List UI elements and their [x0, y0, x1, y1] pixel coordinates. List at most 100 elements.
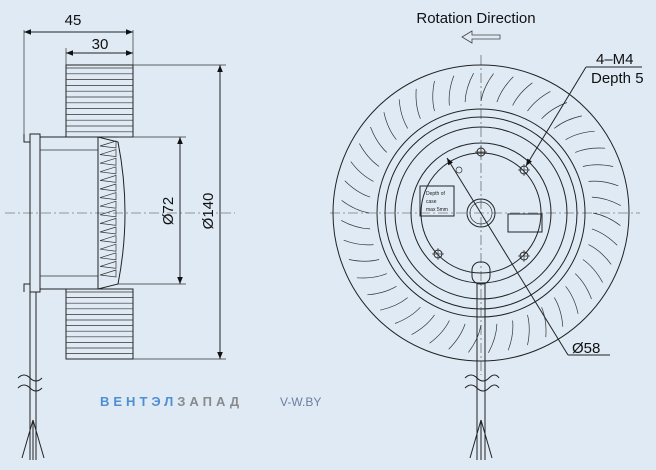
hub-blade	[99, 140, 117, 149]
mounting-hole-left	[432, 248, 444, 260]
rect-slot	[507, 213, 543, 233]
impeller-blade	[394, 306, 421, 324]
impeller-blade	[343, 239, 374, 246]
dim-140-label: Ø140	[200, 193, 217, 230]
rotor-ring-middle	[394, 126, 568, 300]
front-cable-wires	[469, 419, 493, 460]
hub-blade	[99, 252, 117, 261]
label-line-3: max 5mm	[426, 207, 448, 213]
impeller-blade	[448, 75, 455, 106]
impeller-blade	[592, 212, 621, 226]
front-break-mark-2	[464, 384, 500, 392]
rotor-ring-inner	[410, 142, 552, 284]
rotor-ring-outer	[384, 116, 578, 310]
hub-blade	[99, 209, 117, 218]
impeller-blade	[448, 323, 466, 350]
svg-text:ВЕНТЭЛЗАПАД: ВЕНТЭЛЗАПАД	[100, 394, 243, 409]
small-hole	[455, 166, 463, 174]
impeller-blade	[383, 112, 397, 140]
thread-depth-label: Depth 5	[591, 70, 644, 87]
hub-blade	[99, 235, 117, 243]
impeller-blade	[432, 80, 435, 112]
mounting-hole-bottom	[518, 250, 530, 262]
hub-blade	[99, 226, 117, 235]
dim-45-label: 45	[65, 12, 82, 29]
hub-blade	[99, 200, 117, 209]
front-view: Depth of case max 5mm Rotation Direction…	[330, 10, 644, 460]
hub-blades	[99, 140, 117, 278]
rotation-direction-label: Rotation Direction	[416, 10, 535, 27]
dim-72-label: Ø72	[160, 197, 177, 225]
impeller-blade	[468, 324, 482, 353]
hub-blade	[99, 269, 117, 278]
impeller-blade	[429, 320, 450, 344]
impeller-blade	[370, 126, 388, 153]
bolt-circle-leader	[446, 157, 569, 356]
mounting-hole-top	[475, 146, 487, 158]
hub-blade	[99, 217, 117, 226]
impeller-blade	[591, 196, 621, 206]
impeller-blade	[582, 164, 614, 167]
impeller-blade	[356, 273, 387, 279]
break-mark-2	[17, 384, 43, 392]
cable-wires	[21, 419, 45, 460]
brand-site: V-W.BY	[280, 395, 321, 409]
rotation-direction-arrow	[461, 30, 501, 44]
brand-part-2: ЗАПАД	[177, 394, 243, 409]
impeller-blade	[380, 297, 408, 311]
shaft-hole	[466, 198, 496, 228]
impeller-blade	[527, 314, 530, 346]
front-break-mark-1	[464, 374, 500, 382]
impeller-blade	[554, 115, 582, 129]
thread-label: 4–M4	[596, 51, 634, 68]
watermark: ВЕНТЭЛЗАПАД V-W.BY	[100, 394, 321, 409]
impeller-blade	[415, 88, 421, 119]
impeller-blade	[496, 76, 514, 103]
impeller-lower-block	[65, 288, 134, 360]
dim-30-label: 30	[92, 36, 109, 53]
hub-blade	[99, 192, 117, 200]
impeller-blade	[367, 285, 397, 296]
cable-grommet	[471, 261, 491, 285]
hub-blade	[99, 166, 117, 175]
brand-part-1: ВЕНТЭЛ	[100, 394, 177, 409]
side-view: 45 30 Ø72 Ø140	[5, 12, 235, 460]
impeller-blade	[488, 323, 498, 353]
impeller-blade	[411, 314, 435, 335]
impeller-blade	[565, 130, 595, 141]
hub-blade	[99, 243, 117, 252]
thread-leader	[525, 66, 587, 167]
impeller-blade	[527, 91, 551, 112]
upper-fins	[66, 67, 133, 133]
impeller-blade	[575, 147, 606, 153]
hub-blade	[99, 174, 117, 183]
impeller-blade	[341, 220, 371, 230]
impeller-blade	[480, 73, 494, 102]
impeller-blade	[507, 320, 514, 351]
impeller-blade	[588, 180, 619, 187]
impeller-blade	[541, 307, 547, 338]
front-blades	[341, 73, 621, 353]
impeller-blade	[553, 297, 564, 327]
mounting-hole-right	[518, 164, 530, 176]
bolt-circle-label: Ø58	[572, 340, 600, 357]
impeller-blade	[348, 259, 380, 262]
impeller-inner-circle	[376, 108, 586, 318]
impeller-blade	[359, 143, 380, 167]
label-plate	[419, 185, 455, 217]
impeller-blade	[464, 73, 474, 103]
impeller-blade	[341, 200, 370, 214]
label-line-1: Depth of	[426, 191, 446, 197]
impeller-blade	[344, 180, 371, 198]
impeller-blade	[512, 82, 533, 106]
label-line-2: case	[426, 199, 437, 205]
impeller-blade	[565, 286, 579, 314]
break-mark-1	[17, 374, 43, 382]
impeller-outer-circle	[332, 64, 630, 362]
hub-blade	[99, 260, 117, 269]
lower-fins	[66, 291, 133, 354]
impeller-blade	[398, 99, 409, 129]
hub-blade	[99, 157, 117, 166]
